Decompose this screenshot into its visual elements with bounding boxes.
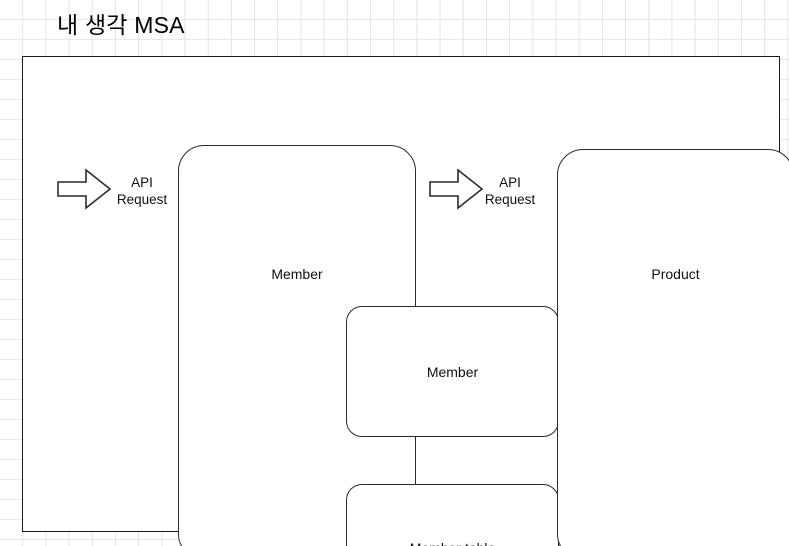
service-database-member[interactable]: Member table [346, 484, 559, 546]
service-label-member: Member [271, 266, 323, 282]
service-container-member[interactable]: Member Member Member table [178, 145, 559, 546]
api-request-caption-2-line1: API [499, 175, 521, 190]
right-block-arrow-icon [428, 167, 484, 211]
service-application-member[interactable]: Member [346, 306, 559, 437]
api-request-caption-2-line2: Request [484, 192, 536, 207]
api-request-caption-1-line2: Request [116, 192, 168, 207]
api-request-caption-1-line1: API [131, 175, 153, 190]
service-container-product[interactable]: Product Product Product table [557, 149, 789, 546]
service-label-product: Product [651, 266, 700, 282]
right-block-arrow-icon [56, 167, 112, 211]
service-application-label-member: Member [426, 363, 479, 380]
diagram-frame: API Request Member Member Member table A… [22, 56, 789, 546]
api-request-caption-2: API Request [465, 174, 555, 208]
service-database-label-member: Member table [410, 540, 496, 546]
page-title: 내 생각 MSA [57, 12, 185, 38]
api-request-caption-1: API Request [97, 174, 187, 208]
